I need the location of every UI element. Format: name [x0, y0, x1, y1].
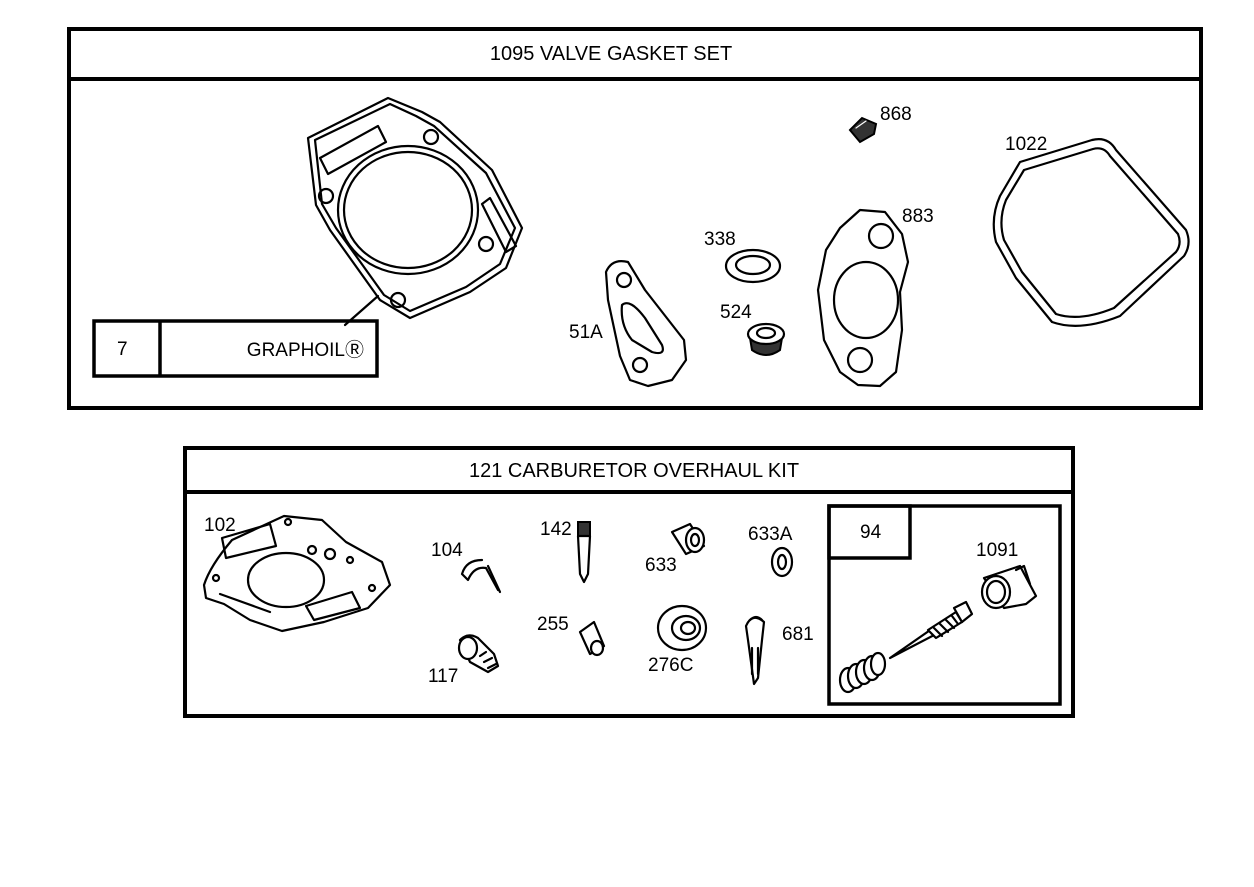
gasket-51a-part: 51A [569, 260, 688, 388]
washer-633a-part: 633A [748, 524, 794, 578]
label-102: 102 [204, 515, 236, 536]
carburetor-kit-frame [183, 446, 1075, 718]
plug-117-part: 117 [428, 634, 500, 687]
carburetor-kit-title: 121 CARBURETOR OVERHAUL KIT [469, 460, 799, 482]
spring-part [838, 651, 887, 694]
needle-142-part: 142 [540, 519, 592, 584]
label-117: 117 [428, 666, 458, 687]
sub-kit-94-number: 94 [860, 522, 882, 543]
seal-524-part: 524 [720, 302, 786, 356]
label-104: 104 [431, 540, 463, 561]
label-868: 868 [880, 104, 912, 125]
bushing-633-part: 633 [645, 522, 706, 576]
label-1022: 1022 [1005, 134, 1047, 155]
label-883: 883 [902, 206, 934, 227]
pin-104-part: 104 [431, 540, 502, 594]
label-338: 338 [704, 229, 736, 250]
gasket-plate-102-part: 102 [202, 514, 392, 633]
graphoil-note-text: GRAPHOILⓇ [247, 339, 364, 361]
label-255: 255 [537, 614, 569, 635]
sub-kit-94-box: 94 1091 [827, 504, 1062, 706]
label-142: 142 [540, 519, 572, 540]
gasket-883-part: 883 [816, 206, 934, 388]
graphoil-note-number: 7 [117, 339, 128, 360]
valve-seal-868-part: 868 [848, 104, 912, 144]
valve-gasket-title: 1095 VALVE GASKET SET [490, 43, 732, 65]
label-1091: 1091 [976, 540, 1018, 561]
valve-gasket-set-panel: 1095 VALVE GASKET SET 7 GRAPHOILⓇ [67, 27, 1203, 410]
label-51a: 51A [569, 322, 603, 343]
label-633: 633 [645, 555, 677, 576]
seat-276c-part: 276C [648, 604, 708, 676]
graphoil-note-box: 7 GRAPHOILⓇ [92, 319, 379, 378]
needle-valve-681-part: 681 [744, 615, 814, 686]
seal-338-part: 338 [704, 229, 782, 284]
rocker-cover-gasket-1022-part: 1022 [992, 134, 1190, 327]
valve-gasket-frame [67, 27, 1203, 410]
fitting-255-part: 255 [537, 614, 606, 657]
cylinder-head-gasket-part [306, 96, 524, 327]
label-524: 524 [720, 302, 752, 323]
adjusting-needle-part [888, 600, 974, 660]
label-276c: 276C [648, 655, 693, 676]
carburetor-kit-panel: 121 CARBURETOR OVERHAUL KIT 102 104 [183, 446, 1075, 718]
cap-1091-part [980, 564, 1038, 610]
label-681: 681 [782, 624, 814, 645]
label-633a: 633A [748, 524, 793, 545]
